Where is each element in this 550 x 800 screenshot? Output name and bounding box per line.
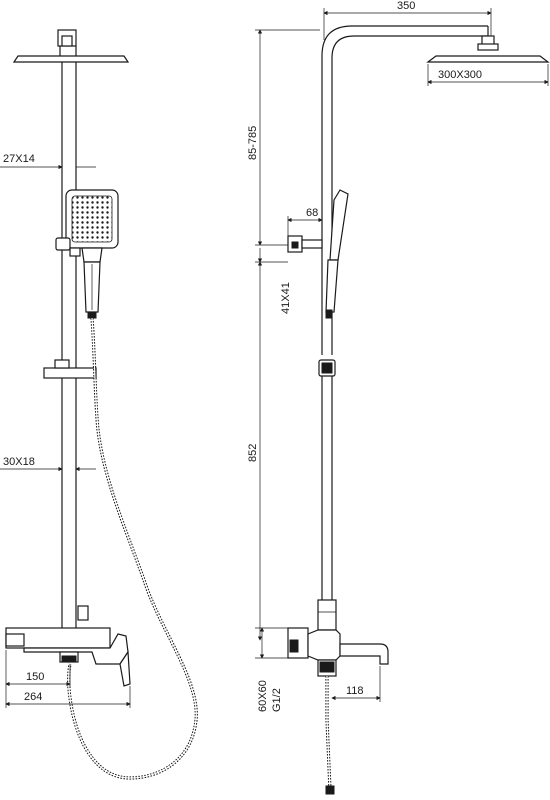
dim-mixer-width: 264	[5, 686, 131, 708]
dim-arm-length: 350	[323, 0, 492, 40]
side-view: 350 300X300 85-785	[247, 0, 550, 795]
front-mixer	[5, 605, 131, 687]
dim-upper-pipe: 27X14	[0, 153, 96, 168]
dim-lower-pipe-label: 30X18	[3, 456, 35, 468]
front-lower-pipe	[61, 378, 77, 628]
side-lower-pipe	[321, 376, 333, 600]
side-arm-pipe	[321, 25, 489, 355]
side-hose	[325, 676, 335, 795]
side-hand-shower	[325, 189, 349, 319]
dim-bar-height-label: 852	[247, 444, 259, 462]
hose	[67, 317, 198, 780]
dim-thread-label: G1/2	[271, 688, 283, 712]
dim-height-range-label: 85-785	[247, 126, 259, 160]
dim-wall-plate-label: 60X60	[257, 680, 269, 712]
front-rain-head	[12, 29, 130, 63]
dim-arm-length-label: 350	[397, 0, 415, 12]
side-rain-head	[426, 35, 550, 63]
dim-mixer-width-label: 264	[24, 691, 42, 703]
dim-mixer-inner-label: 150	[26, 671, 44, 683]
dim-spout: 118	[331, 666, 381, 702]
front-view: 27X14 30X18	[0, 29, 198, 780]
dim-spout-label: 118	[346, 685, 364, 697]
dim-upper-pipe-label: 27X14	[3, 153, 35, 165]
dim-holder-size: 41X41	[255, 244, 292, 314]
side-mixer	[287, 599, 389, 677]
dim-lower-pipe: 30X18	[0, 456, 96, 472]
dim-holder-size-label: 41X41	[280, 282, 292, 314]
dim-bar-height: 852	[247, 261, 263, 641]
side-holder	[287, 235, 323, 253]
side-slider	[318, 359, 336, 377]
dim-holder-offset: 68	[287, 207, 323, 236]
hand-shower	[55, 189, 119, 319]
dim-wall-plate: 60X60 G1/2	[255, 627, 288, 712]
dim-head-size-label: 300X300	[438, 69, 482, 81]
dim-head-size: 300X300	[427, 64, 549, 86]
dim-height-range: 85-785	[247, 29, 320, 246]
front-slider	[43, 359, 97, 379]
dim-mixer-inner: 150	[5, 650, 71, 708]
dim-holder-offset-label: 68	[306, 207, 318, 219]
